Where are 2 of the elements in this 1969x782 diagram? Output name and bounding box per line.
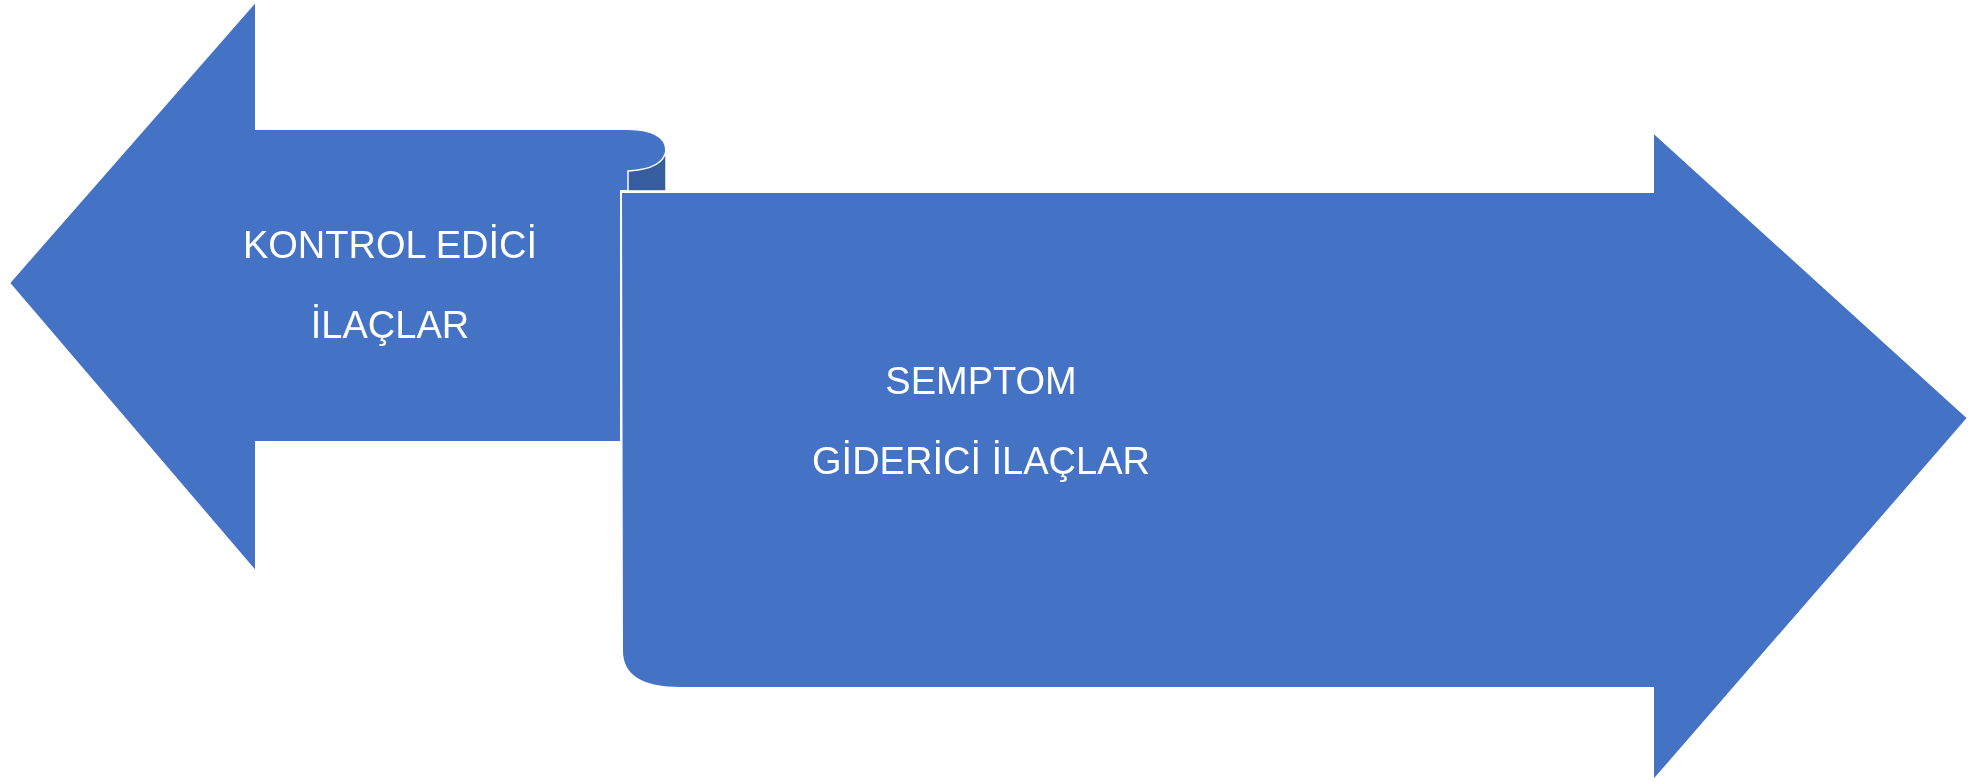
arrow-label: SEMPTOM GİDERİCİ İLAÇLAR [811,359,1151,484]
arrow-label: KONTROL EDİCİ İLAÇLAR [241,223,539,348]
